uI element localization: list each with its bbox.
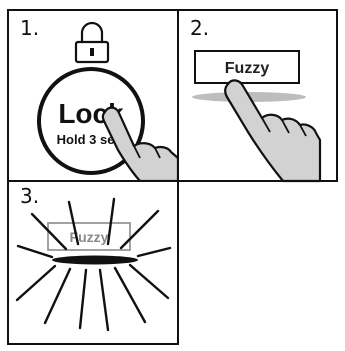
step-3-number: 3. — [20, 184, 39, 208]
flash-center — [52, 256, 138, 265]
panel-1: 1. Lock Hold 3 sec. — [8, 10, 178, 181]
step-2-number: 2. — [190, 16, 209, 40]
panel-3: 3. Fuzzy — [8, 181, 178, 344]
fuzzy-button-flashing: Fuzzy — [48, 223, 130, 250]
step-1-number: 1. — [20, 16, 39, 40]
fuzzy-button-label: Fuzzy — [225, 60, 270, 77]
fuzzy-button[interactable]: Fuzzy — [195, 51, 299, 83]
panel-2: 2. Fuzzy — [178, 10, 337, 181]
